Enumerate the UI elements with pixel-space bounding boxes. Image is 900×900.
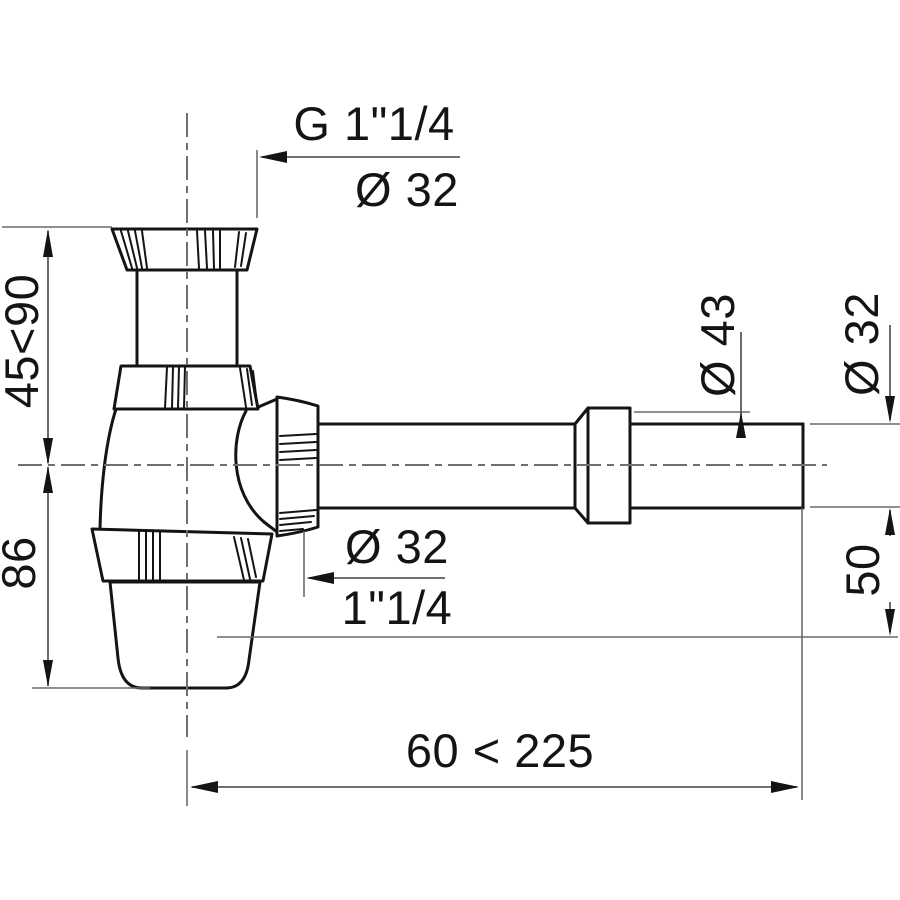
middle-nut-knurling: [164, 366, 258, 409]
cup-nut-knurling: [138, 530, 257, 581]
extension-lines: [2, 150, 900, 806]
body-dome-arc: [234, 409, 266, 524]
outlet-stub-bottom: [262, 520, 279, 534]
label-inlet-height-range: 45<90: [0, 274, 48, 409]
arrowhead-inlet-thread: [259, 151, 287, 163]
label-pipe-end-diameter: Ø 32: [835, 292, 888, 396]
label-inlet-diameter: Ø 32: [355, 163, 459, 216]
outlet-stub-top: [254, 397, 279, 410]
outlet-pipe: [316, 406, 805, 525]
arrowhead-pipe-end-top: [885, 396, 895, 423]
body-left-edge: [98, 407, 118, 531]
arrowhead-body-height-bottom: [43, 660, 53, 687]
arrowhead-drop: [885, 609, 895, 636]
arrowhead-pipe-end-bottom: [885, 508, 895, 535]
arrowhead-reach-right: [771, 781, 799, 793]
label-outlet-reach-range: 60 < 225: [406, 724, 594, 777]
trap-cup: [108, 580, 262, 690]
cup-nut: [90, 527, 274, 583]
dimension-labels: G 1"1/4 Ø 32 45<90 86 Ø 43 Ø 32 50 Ø 32 …: [0, 97, 889, 777]
outlet-nut-knurling: [279, 433, 317, 532]
cup-nut-body: [90, 527, 274, 583]
fitting-chamfer-top: [573, 406, 590, 426]
dimension-lines: [43, 151, 895, 793]
top-nut: [110, 227, 259, 272]
label-fitting-diameter: Ø 43: [691, 293, 744, 397]
arrowhead-body-height-top: [43, 466, 53, 493]
arrowhead-inlet-height-top: [43, 229, 53, 257]
arrowhead-inlet-height-bottom: [43, 438, 53, 465]
label-inlet-thread: G 1"1/4: [293, 97, 454, 150]
top-nut-knurling: [120, 230, 247, 269]
arrowhead-reach-left: [190, 781, 218, 793]
label-outlet-drop: 50: [836, 543, 889, 596]
arrowhead-outlet-nut: [306, 572, 334, 584]
label-outlet-nut-thread: 1"1/4: [342, 581, 453, 634]
outlet-nut-body: [275, 395, 320, 538]
pipe-body-fill: [318, 424, 575, 508]
label-body-height: 86: [0, 536, 45, 589]
fitting-chamfer-bottom: [573, 506, 590, 525]
arrowhead-fitting: [736, 412, 746, 438]
label-outlet-nut-diameter: Ø 32: [345, 520, 449, 573]
outlet-nut: [275, 395, 320, 538]
